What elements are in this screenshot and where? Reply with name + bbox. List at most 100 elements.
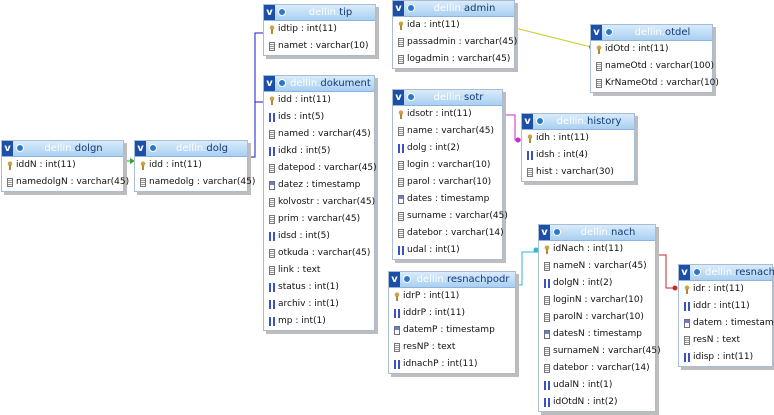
table-options-icon[interactable] <box>536 117 544 125</box>
field-row[interactable]: resN : text <box>679 332 772 349</box>
field-row[interactable]: namedolgN : varchar(45) <box>2 174 129 191</box>
field-row[interactable]: link : text <box>264 262 374 279</box>
field-row[interactable]: iddrP : int(11) <box>389 305 515 322</box>
field-row[interactable]: datez : timestamp <box>264 177 374 194</box>
field-row[interactable]: idOtdN : int(2) <box>539 394 655 411</box>
field-row[interactable]: idrP : int(11) <box>389 288 515 305</box>
field-row[interactable]: idsh : int(4) <box>522 147 634 164</box>
collapse-toggle-icon[interactable]: v <box>264 5 275 20</box>
table-options-icon[interactable] <box>407 93 415 101</box>
field-row[interactable]: nameN : varchar(45) <box>539 258 655 275</box>
collapse-toggle-icon[interactable]: v <box>522 114 533 129</box>
collapse-toggle-icon[interactable]: v <box>539 225 550 240</box>
field-row[interactable]: idd : int(11) <box>135 157 247 174</box>
field-row[interactable]: name : varchar(45) <box>393 123 502 140</box>
table-options-icon[interactable] <box>407 4 415 12</box>
table-options-icon[interactable] <box>403 275 411 283</box>
collapse-toggle-icon[interactable]: v <box>393 90 404 105</box>
collapse-toggle-icon[interactable]: v <box>135 141 146 156</box>
field-row[interactable]: loginN : varchar(10) <box>539 292 655 309</box>
field-row[interactable]: surname : varchar(45) <box>393 208 508 225</box>
collapse-toggle-icon[interactable]: v <box>591 25 602 40</box>
field-row[interactable]: kolvostr : varchar(45) <box>264 194 375 211</box>
table-options-icon[interactable] <box>16 144 24 152</box>
field-row[interactable]: login : varchar(10) <box>393 157 502 174</box>
field-row[interactable]: idtip : int(11) <box>264 21 375 38</box>
field-row[interactable]: idsotr : int(11) <box>393 106 502 123</box>
collapse-toggle-icon[interactable]: v <box>264 76 275 91</box>
collapse-toggle-icon[interactable]: v <box>389 272 400 287</box>
field-row[interactable]: dolg : int(2) <box>393 140 502 157</box>
collapse-toggle-icon[interactable]: v <box>679 265 690 280</box>
field-row[interactable]: iddr : int(11) <box>679 298 772 315</box>
field-row[interactable]: otkuda : varchar(45) <box>264 245 374 262</box>
field-row[interactable]: idisp : int(11) <box>679 349 772 366</box>
field-row[interactable]: idkd : int(5) <box>264 143 374 160</box>
field-row[interactable]: idh : int(11) <box>522 130 634 147</box>
field-row[interactable]: udalN : int(1) <box>539 377 655 394</box>
field-row[interactable]: udal : int(1) <box>393 242 502 259</box>
field-row[interactable]: prim : varchar(45) <box>264 211 374 228</box>
field-row[interactable]: status : int(1) <box>264 279 374 296</box>
field-row[interactable]: namet : varchar(10) <box>264 38 375 55</box>
field-row[interactable]: passadmin : varchar(45) <box>393 34 517 51</box>
field-row[interactable]: parol : varchar(10) <box>393 174 502 191</box>
collapse-toggle-icon[interactable]: v <box>2 141 13 156</box>
field-row[interactable]: namedolg : varchar(45) <box>135 174 255 191</box>
field-row[interactable]: idsd : int(5) <box>264 228 374 245</box>
field-row[interactable]: dolgN : int(2) <box>539 275 655 292</box>
table-options-icon[interactable] <box>149 144 157 152</box>
table-options-icon[interactable] <box>605 28 613 36</box>
field-row[interactable]: datebor : varchar(14) <box>539 360 655 377</box>
field-row[interactable]: parolN : varchar(10) <box>539 309 655 326</box>
field-row[interactable]: ida : int(11) <box>393 17 514 34</box>
field-row[interactable]: idNach : int(11) <box>539 241 655 258</box>
field-row[interactable]: logadmin : varchar(45) <box>393 51 514 68</box>
field-row[interactable]: mp : int(1) <box>264 313 374 330</box>
field-row[interactable]: dates : timestamp <box>393 191 502 208</box>
field-row[interactable]: surnameN : varchar(45) <box>539 343 661 360</box>
field-row[interactable]: datesN : timestamp <box>539 326 655 343</box>
collapse-toggle-icon[interactable]: v <box>393 1 404 16</box>
field-row[interactable]: KrNameOtd : varchar(10) <box>591 75 719 92</box>
field-row[interactable]: hist : varchar(30) <box>522 164 634 181</box>
field-row[interactable]: idr : int(11) <box>679 281 772 298</box>
field-row[interactable]: iddN : int(11) <box>2 157 123 174</box>
table-options-icon[interactable] <box>693 268 701 276</box>
table-options-icon[interactable] <box>278 8 286 16</box>
field-row[interactable]: named : varchar(45) <box>264 126 374 143</box>
field-row[interactable]: archiv : int(1) <box>264 296 374 313</box>
field-row[interactable]: datem : timestamp <box>679 315 774 332</box>
field-row[interactable]: datemP : timestamp <box>389 322 515 339</box>
table-options-icon[interactable] <box>278 79 286 87</box>
field-row[interactable]: idOtd : int(11) <box>591 41 712 58</box>
field-row[interactable]: idnachP : int(11) <box>389 356 515 373</box>
field-row[interactable]: idd : int(11) <box>264 92 374 109</box>
field-row[interactable]: ids : int(5) <box>264 109 374 126</box>
table-options-icon[interactable] <box>553 228 561 236</box>
field-row[interactable]: resNP : text <box>389 339 515 356</box>
field-row[interactable]: datebor : varchar(14) <box>393 225 504 242</box>
field-row[interactable]: datepod : varchar(45) <box>264 160 377 177</box>
